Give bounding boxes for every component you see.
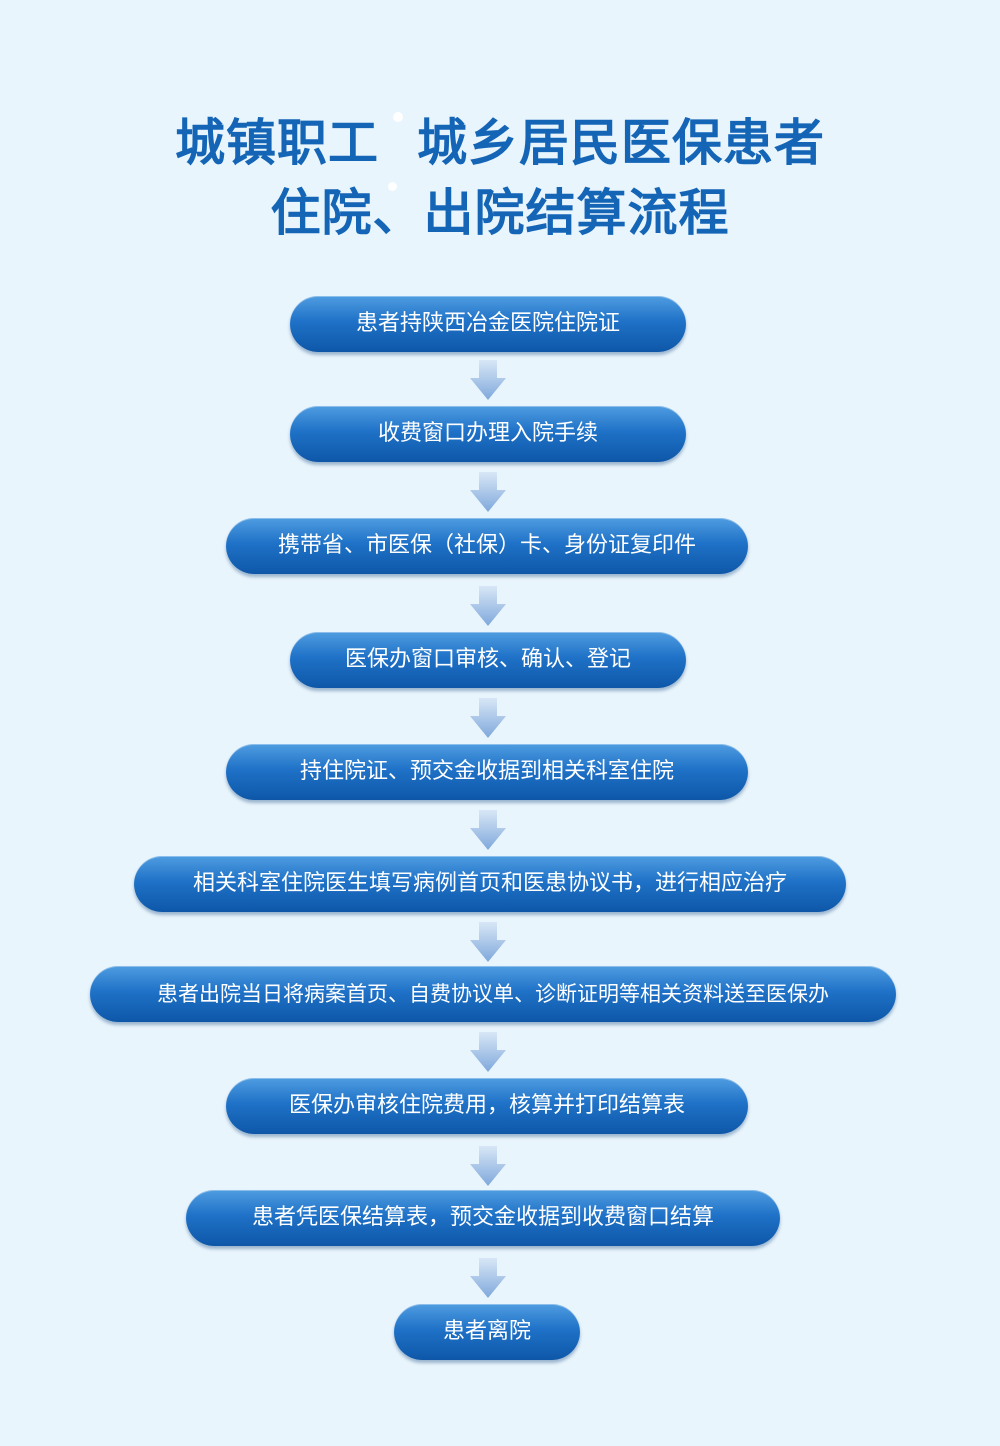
title-line-1-left: 城镇职工 <box>175 114 379 172</box>
title-line-1-right: 城乡居民医保患者 <box>417 114 825 172</box>
step-2: 收费窗口办理入院手续 <box>290 406 686 462</box>
title-line-1: 城镇职工城乡居民医保患者 <box>0 108 1000 178</box>
separator-dot-2 <box>388 182 397 191</box>
step-9: 患者凭医保结算表，预交金收据到收费窗口结算 <box>186 1190 780 1246</box>
step-4: 医保办窗口审核、确认、登记 <box>290 632 686 688</box>
step-7: 患者出院当日将病案首页、自费协议单、诊断证明等相关资料送至医保办 <box>90 966 896 1022</box>
down-arrow-icon <box>470 1032 506 1072</box>
title-line-2-text: 住院、出院结算流程 <box>270 184 730 242</box>
down-arrow-icon <box>470 586 506 626</box>
step-3: 携带省、市医保（社保）卡、身份证复印件 <box>226 518 748 574</box>
title-line-2: 住院、出院结算流程 <box>0 178 1000 248</box>
step-8: 医保办审核住院费用，核算并打印结算表 <box>226 1078 748 1134</box>
down-arrow-icon <box>470 1258 506 1298</box>
down-arrow-icon <box>470 1146 506 1186</box>
down-arrow-icon <box>470 922 506 962</box>
separator-dot <box>393 112 403 122</box>
step-6: 相关科室住院医生填写病例首页和医患协议书，进行相应治疗 <box>134 856 846 912</box>
down-arrow-icon <box>470 472 506 512</box>
page-title: 城镇职工城乡居民医保患者 住院、出院结算流程 <box>0 108 1000 248</box>
down-arrow-icon <box>470 360 506 400</box>
down-arrow-icon <box>470 810 506 850</box>
step-10: 患者离院 <box>394 1304 580 1360</box>
down-arrow-icon <box>470 698 506 738</box>
step-5: 持住院证、预交金收据到相关科室住院 <box>226 744 748 800</box>
step-1: 患者持陕西冶金医院住院证 <box>290 296 686 352</box>
